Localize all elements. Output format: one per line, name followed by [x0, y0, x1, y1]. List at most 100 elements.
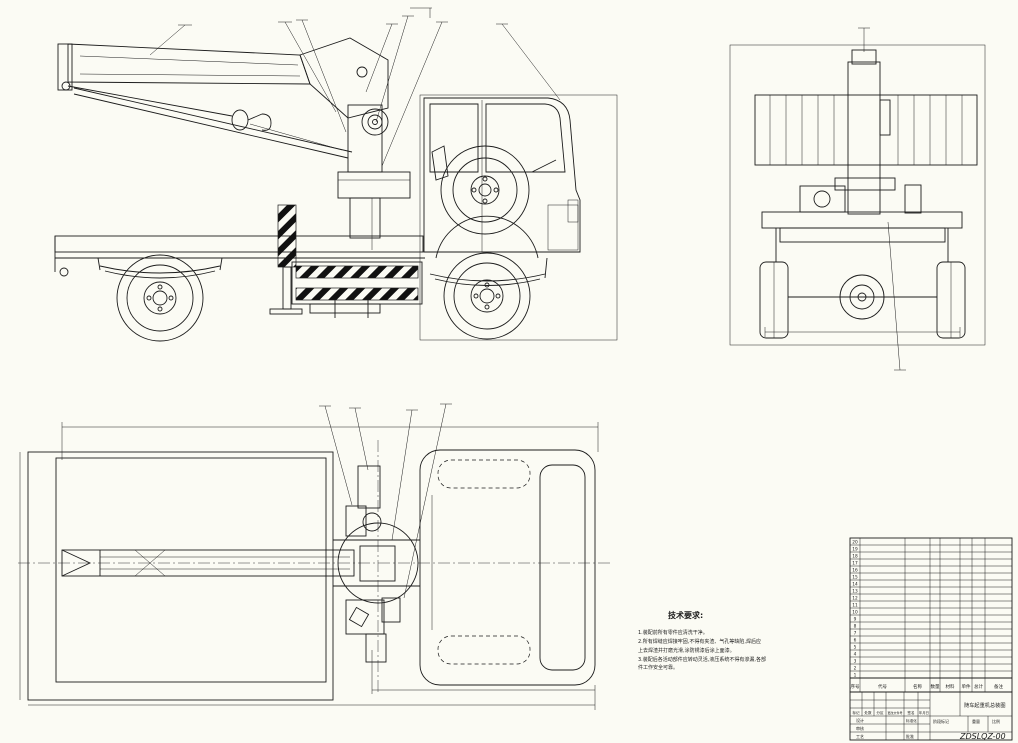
title-weight-label: 重量 — [972, 718, 980, 724]
rear-differential — [839, 274, 885, 320]
rear-column-cap — [851, 49, 877, 65]
parts-list-row-number: 11 — [852, 602, 858, 608]
parts-header-remarks: 备注 — [994, 683, 1003, 690]
rear-shackle-left — [97, 257, 101, 271]
top-boom — [61, 549, 355, 577]
top-slew-column — [359, 545, 396, 582]
top-slew-ring — [337, 522, 419, 604]
technical-requirements: 技术要求: 1.装配前所有零件应清洗干净。 2.所有焊缝应焊接牢固,不得有夹渣、… — [638, 610, 766, 671]
top-lower-leg — [365, 633, 387, 663]
tail-light — [59, 267, 69, 277]
parts-list-row-number: 14 — [852, 581, 858, 587]
title-approve-label: 批准 — [906, 733, 914, 739]
boom-telescopic-line-upper — [79, 55, 299, 66]
rear-motor-hub — [813, 190, 831, 208]
drawing-title: 随车起重机总装图 — [964, 701, 1006, 709]
parts-header-total-weight: 总计 — [974, 683, 983, 690]
spare-wheel — [440, 145, 530, 235]
top-view — [18, 403, 612, 710]
cab-seat — [431, 145, 449, 181]
parts-list-row-number: 3 — [854, 658, 857, 664]
hook-block — [231, 109, 272, 131]
parts-header-seq: 序号 — [851, 683, 860, 690]
top-view-leaders — [319, 403, 452, 599]
side-view-frame — [419, 94, 618, 341]
technical-requirements-heading: 技术要求: — [668, 610, 703, 620]
parts-list-row-number: 12 — [852, 595, 858, 601]
top-column-bracket — [345, 505, 367, 537]
cab-step-panel — [547, 204, 579, 251]
boom-telescopic-line-lower — [79, 73, 301, 77]
drawing-number: ZDSLQZ-00 — [959, 732, 1006, 741]
title-process-label: 工艺 — [856, 734, 864, 739]
parts-list-row-number: 16 — [852, 567, 858, 573]
rear-bed-panel — [754, 94, 978, 166]
hoist-cable-return — [249, 123, 343, 151]
outrigger-hazard-stripe-lower — [295, 287, 419, 301]
parts-list-row-number: 18 — [852, 553, 858, 559]
parts-list-row-number: 19 — [852, 546, 858, 552]
rear-view-frame — [729, 44, 986, 346]
side-view-leaders — [149, 7, 561, 167]
parts-header-qty: 数量 — [931, 683, 940, 690]
rear-wheel — [116, 254, 204, 342]
top-lower-box-detail — [348, 606, 370, 628]
outrigger-foot-pad — [269, 308, 303, 315]
technical-requirement-line: 3.装配后各活动部件应转动灵活,液压系统不得有渗漏,各部 — [638, 656, 766, 663]
parts-list-row-number: 20 — [852, 539, 858, 545]
boom-main-section — [67, 43, 311, 85]
title-review-label: 审核 — [856, 725, 864, 731]
parts-list-grid — [850, 538, 1012, 692]
title-block-grid — [850, 692, 1012, 740]
front-wheel-top-upper — [437, 459, 531, 489]
slew-motor — [361, 108, 389, 136]
parts-list-row-number: 15 — [852, 574, 858, 580]
title-change-header-date: 年月日 — [919, 710, 929, 715]
top-boom-tip — [61, 549, 92, 577]
title-design-label: 设计 — [856, 717, 864, 723]
parts-list-row-number: 8 — [854, 623, 857, 629]
top-column-upper — [357, 465, 381, 509]
cab-rear-window — [429, 103, 479, 173]
technical-requirement-line: 1.装配前所有零件应清洗干净。 — [638, 629, 708, 636]
title-change-header-signature: 签名 — [907, 710, 915, 715]
steering-column — [531, 159, 557, 173]
hoist-cable — [67, 85, 233, 117]
outrigger-hazard-stripe-upper — [295, 265, 419, 279]
title-change-header-count: 处数 — [864, 710, 872, 715]
rear-shackle-right — [219, 257, 223, 271]
cab-door-window — [485, 103, 566, 173]
cab-top-windshield — [539, 464, 586, 671]
top-lower-box — [345, 599, 385, 635]
front-wheel — [435, 215, 539, 340]
rear-leaf-spring — [99, 265, 221, 279]
rear-column-valve — [879, 99, 891, 136]
parts-list-row-number: 13 — [852, 588, 858, 594]
parts-list-row-number: 9 — [854, 616, 857, 622]
cargo-bed-inner — [55, 457, 327, 683]
rear-view-leader — [887, 221, 901, 371]
parts-header-code: 代号 — [878, 683, 887, 690]
outrigger-leg-housing — [277, 204, 297, 268]
luffing-cylinder-upper — [73, 87, 353, 153]
parts-list-row-number: 5 — [854, 644, 857, 650]
parts-list-row-number: 6 — [854, 637, 857, 643]
parts-list-row-number: 17 — [852, 560, 858, 566]
boom-pivot — [356, 66, 368, 78]
parts-header-material: 材料 — [946, 683, 955, 690]
headlight — [567, 199, 579, 223]
parts-list-row-number: 1 — [854, 672, 857, 678]
front-wheel-top-lower — [437, 635, 531, 665]
title-change-header-zone: 分区 — [876, 710, 884, 715]
rear-slew-housing — [834, 177, 896, 191]
technical-requirement-line: 件工作安全可靠。 — [638, 664, 678, 671]
rear-crane-column — [847, 61, 881, 215]
side-view — [54, 7, 618, 342]
parts-list-row-number: 7 — [854, 630, 857, 636]
parts-list-row-number: 2 — [854, 665, 857, 671]
rear-crossbeam — [779, 227, 946, 243]
